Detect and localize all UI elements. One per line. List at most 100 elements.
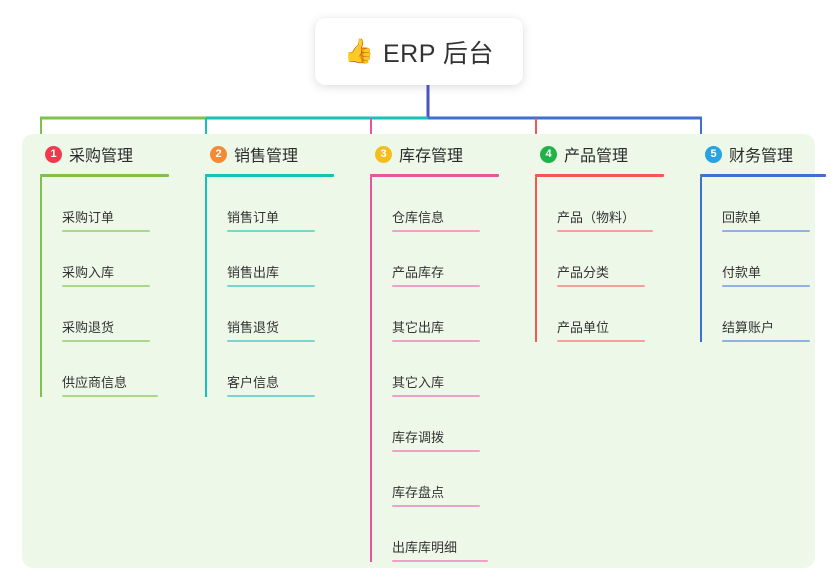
- branch-item-list: 采购订单采购入库采购退货供应商信息: [40, 177, 187, 397]
- branch-item-underline: [392, 505, 480, 507]
- branch-header-5[interactable]: 5 财务管理: [696, 134, 839, 174]
- branch-item-underline: [392, 230, 480, 232]
- branch-item[interactable]: 回款单: [700, 177, 839, 232]
- branch-item-label: 回款单: [722, 210, 762, 226]
- branch-item-label: 产品（物料）: [557, 210, 636, 226]
- branch-item-underline: [227, 340, 315, 342]
- branch-item-underline: [392, 395, 480, 397]
- branch-item-label: 供应商信息: [62, 375, 128, 391]
- branch-item-label: 产品分类: [557, 265, 610, 281]
- branch-item[interactable]: 库存调拨: [370, 397, 517, 452]
- branch-item-label: 采购退货: [62, 320, 115, 336]
- branch-item-label: 客户信息: [227, 375, 280, 391]
- branch-badge-icon: 4: [540, 145, 557, 163]
- branch-item-underline: [62, 395, 158, 397]
- branches-panel: [22, 134, 815, 568]
- branch-item-underline: [62, 230, 150, 232]
- branch-item[interactable]: 供应商信息: [40, 342, 187, 397]
- branch-item-underline: [227, 395, 315, 397]
- branch-item[interactable]: 采购退货: [40, 287, 187, 342]
- branch-item-underline: [62, 340, 150, 342]
- branch-item-label: 结算账户: [722, 320, 775, 336]
- branch-item-underline: [557, 230, 653, 232]
- branch-item[interactable]: 其它出库: [370, 287, 517, 342]
- branch-stem-line: [535, 177, 537, 342]
- branch-item[interactable]: 销售订单: [205, 177, 352, 232]
- branch-title-label: 产品管理: [564, 148, 629, 165]
- branch-item-label: 销售出库: [227, 265, 280, 281]
- branch-item[interactable]: 销售出库: [205, 232, 352, 287]
- branch-item-underline: [392, 340, 480, 342]
- branch-item-list: 回款单付款单结算账户: [700, 177, 839, 342]
- branch-underline: [205, 174, 334, 177]
- branch-columns: 1 采购管理采购订单采购入库采购退货供应商信息 2 销售管理销售订单销售出库销售退货客…: [22, 134, 826, 568]
- branch-item-underline: [722, 285, 810, 287]
- branch-item[interactable]: 产品（物料）: [535, 177, 682, 232]
- branch-item-label: 产品单位: [557, 320, 610, 336]
- branch-item-underline: [227, 230, 315, 232]
- branch-badge-icon: 3: [375, 145, 392, 163]
- branch-item[interactable]: 库存盘点: [370, 452, 517, 507]
- branch-item[interactable]: 客户信息: [205, 342, 352, 397]
- branch-item-label: 出库库明细: [392, 540, 458, 556]
- thumbs-up-icon: 👍: [344, 37, 374, 65]
- branch-item[interactable]: 产品分类: [535, 232, 682, 287]
- branch-underline: [535, 174, 664, 177]
- branch-badge-icon: 1: [45, 145, 62, 163]
- branch-item-label: 产品库存: [392, 265, 445, 281]
- branch-badge-icon: 2: [210, 145, 227, 163]
- branch-item-list: 产品（物料） 产品分类产品单位: [535, 177, 682, 342]
- root-title-label: ERP 后台: [382, 39, 494, 68]
- branch-item-label: 销售退货: [227, 320, 280, 336]
- branch-column-4: 4 产品管理产品（物料） 产品分类产品单位: [517, 134, 682, 568]
- branch-title-label: 采购管理: [69, 148, 134, 165]
- branch-column-1: 1 采购管理采购订单采购入库采购退货供应商信息: [22, 134, 187, 568]
- branch-column-3: 3 库存管理仓库信息产品库存其它出库其它入库库存调拨库存盘点出库库明细: [352, 134, 517, 568]
- branch-item[interactable]: 出库库明细: [370, 507, 517, 562]
- branch-item-label: 采购订单: [62, 210, 115, 226]
- branch-column-5: 5 财务管理回款单付款单结算账户: [682, 134, 839, 568]
- branch-stem-line: [205, 177, 207, 397]
- branch-item[interactable]: 采购订单: [40, 177, 187, 232]
- branch-title-label: 销售管理: [234, 148, 299, 165]
- branch-header-1[interactable]: 1 采购管理: [36, 134, 187, 174]
- branch-item[interactable]: 销售退货: [205, 287, 352, 342]
- branch-item-underline: [557, 285, 645, 287]
- branch-item[interactable]: 采购入库: [40, 232, 187, 287]
- branch-item-label: 其它入库: [392, 375, 445, 391]
- branch-header-4[interactable]: 4 产品管理: [531, 134, 682, 174]
- branch-item[interactable]: 产品单位: [535, 287, 682, 342]
- branch-item-underline: [557, 340, 645, 342]
- branch-item[interactable]: 付款单: [700, 232, 839, 287]
- branch-item-list: 销售订单销售出库销售退货客户信息: [205, 177, 352, 397]
- branch-header-3[interactable]: 3 库存管理: [366, 134, 517, 174]
- branch-item-label: 付款单: [722, 265, 762, 281]
- branch-header-2[interactable]: 2 销售管理: [201, 134, 352, 174]
- branch-item[interactable]: 产品库存: [370, 232, 517, 287]
- branch-stem-line: [370, 177, 372, 562]
- branch-underline: [700, 174, 826, 177]
- branch-item[interactable]: 结算账户: [700, 287, 839, 342]
- branch-item-underline: [392, 285, 480, 287]
- branch-item-underline: [392, 450, 480, 452]
- branch-item-label: 仓库信息: [392, 210, 445, 226]
- branch-title-label: 库存管理: [399, 148, 464, 165]
- branch-item-label: 库存调拨: [392, 430, 445, 446]
- branch-badge-icon: 5: [705, 145, 722, 163]
- branch-item-underline: [722, 340, 810, 342]
- branch-item-underline: [227, 285, 315, 287]
- branch-item-underline: [62, 285, 150, 287]
- branch-item-label: 采购入库: [62, 265, 115, 281]
- root-title-card[interactable]: 👍 ERP 后台: [315, 18, 523, 85]
- branch-stem-line: [40, 177, 42, 397]
- branch-item[interactable]: 仓库信息: [370, 177, 517, 232]
- branch-item[interactable]: 其它入库: [370, 342, 517, 397]
- branch-item-underline: [392, 560, 488, 562]
- branch-column-2: 2 销售管理销售订单销售出库销售退货客户信息: [187, 134, 352, 568]
- branch-underline: [370, 174, 499, 177]
- branch-stem-line: [700, 177, 702, 342]
- branch-item-underline: [722, 230, 810, 232]
- branch-item-list: 仓库信息产品库存其它出库其它入库库存调拨库存盘点出库库明细: [370, 177, 517, 562]
- branch-title-label: 财务管理: [729, 148, 794, 165]
